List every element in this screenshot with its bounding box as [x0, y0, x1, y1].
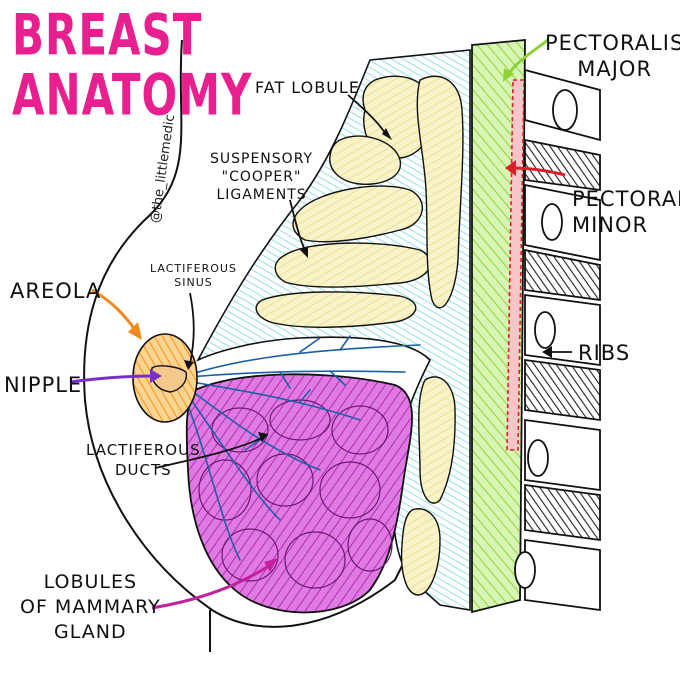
lactiferous-ducts — [179, 335, 421, 561]
label-pectoralis-major: PECTORALIS MAJOR — [545, 31, 680, 81]
label-nipple: NIPPLE — [4, 373, 83, 397]
label-ribs: RIBS — [578, 341, 631, 365]
arrow-nipple — [69, 374, 156, 384]
label-fat-lobule: FAT LOBULE — [255, 78, 360, 97]
title-line-1: BREAST — [12, 2, 203, 69]
arrow-lactiferous-sinus — [189, 292, 195, 365]
arrow-heads — [128, 68, 552, 572]
label-suspensory-ligaments: SUSPENSORY "COOPER" LIGAMENTS — [210, 151, 314, 203]
label-lactiferous-ducts: LACTIFEROUS DUCTS — [86, 441, 201, 479]
gland-lobule-outlines — [198, 399, 393, 589]
ribs — [514, 68, 601, 612]
breast-outline — [83, 39, 406, 628]
nipple — [151, 365, 188, 393]
pectoralis-minor — [506, 79, 525, 451]
label-pectoralis-minor: PECTORALIS MINOR — [572, 187, 680, 237]
arrow-lactiferous-ducts — [154, 437, 263, 469]
title-line-2: ANATOMY — [12, 62, 253, 129]
label-lactiferous-sinus: LACTIFEROUS SINUS — [150, 262, 237, 289]
label-areola: AREOLA — [10, 279, 102, 303]
arrow-suspensory — [289, 199, 306, 251]
fat-lobules — [255, 75, 464, 596]
mammary-gland — [185, 373, 413, 614]
arrow-lobules — [151, 563, 271, 610]
arrow-areola — [91, 288, 137, 331]
arrow-fat-lobule — [347, 94, 386, 134]
arrow-pectoralis-minor — [511, 166, 566, 177]
label-lobules-mammary-gland: LOBULES OF MAMMARY GLAND — [20, 571, 161, 643]
